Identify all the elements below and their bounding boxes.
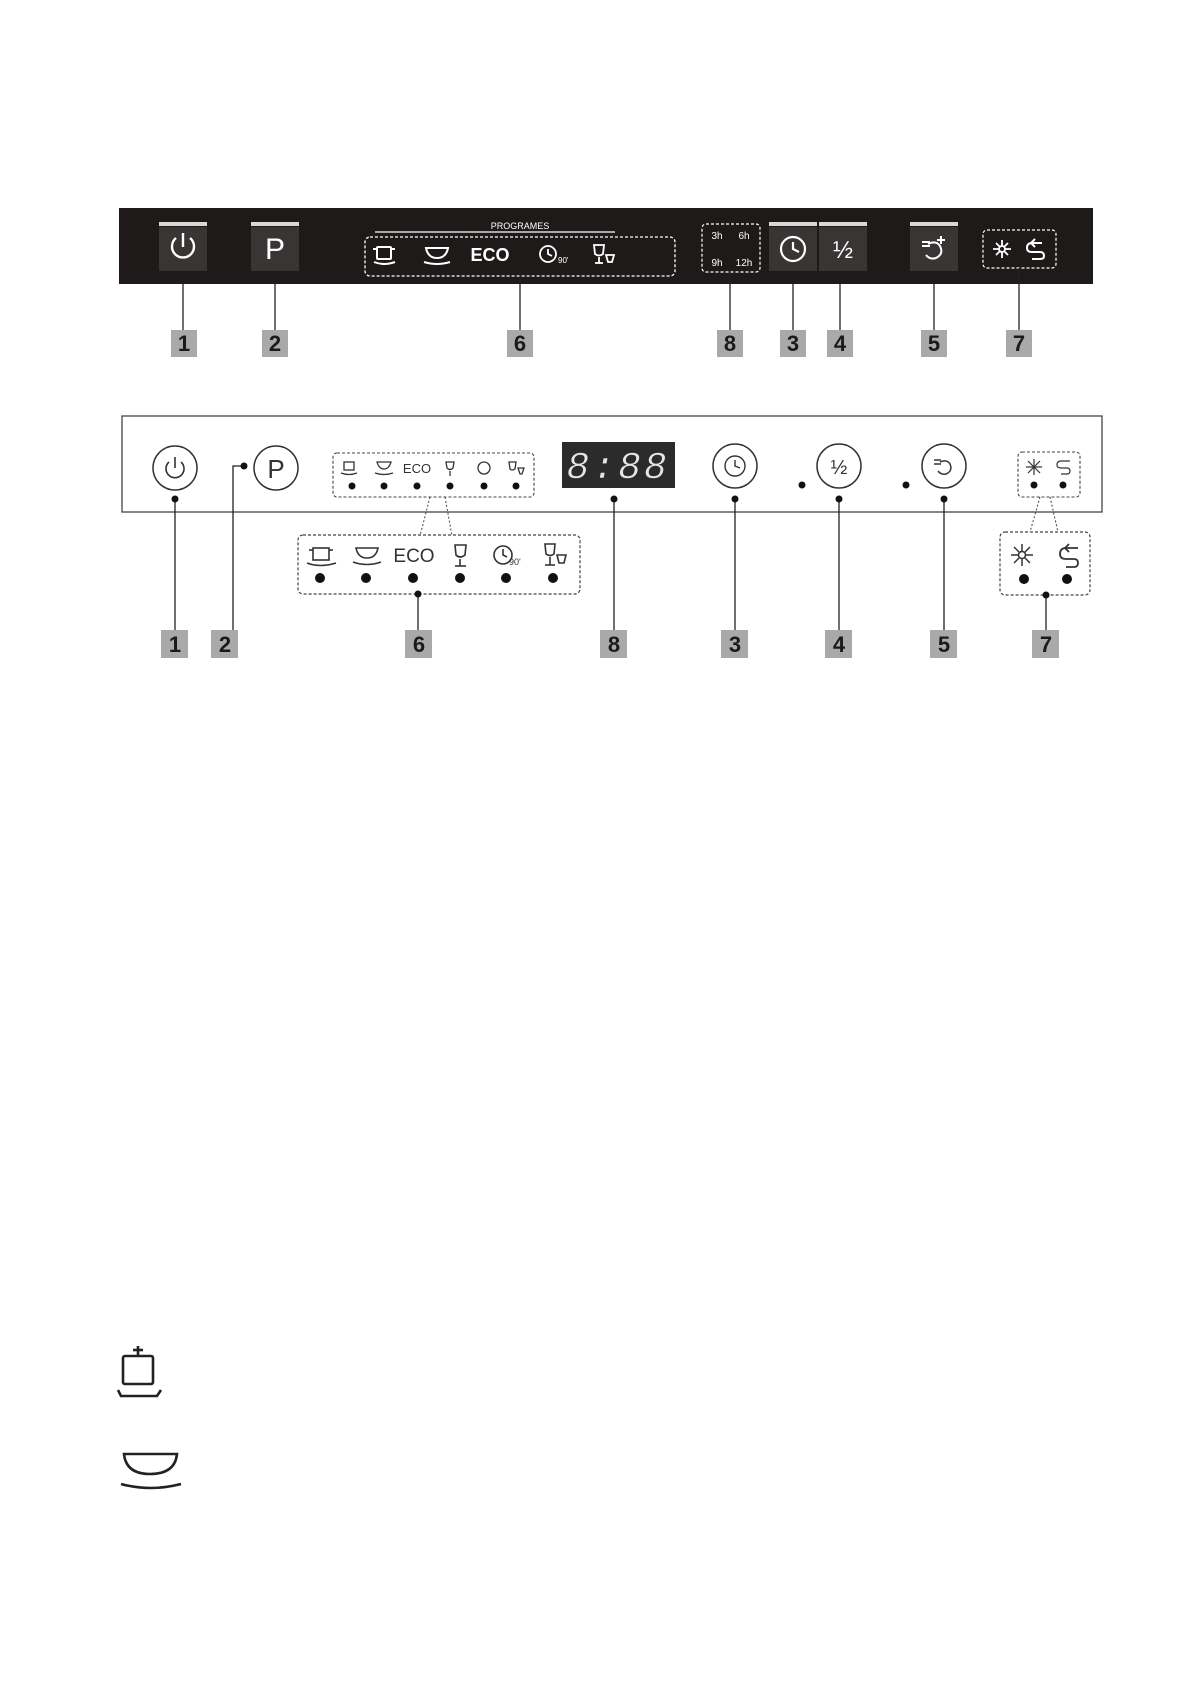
glass-90-icon[interactable] [454,544,467,567]
half-load-label: ½ [833,237,853,264]
pot-icon[interactable] [306,547,337,567]
bottom-program-button[interactable]: P [253,445,299,491]
delay-9h: 9h [711,258,722,269]
bottom-extra-button[interactable] [921,443,967,489]
svg-text:5: 5 [928,331,940,356]
bottom-display: 8:88 [562,442,675,490]
top-callout-3: 3 [780,330,806,357]
bottom-callout-2: 2 [211,630,238,658]
program-letter: P [265,233,285,266]
legend-pot-icon [116,1346,163,1398]
top-indicator-group [982,229,1057,269]
program-letter: P [267,454,284,484]
bottom-programmes-enlarged: ECO 90' [297,534,581,595]
legend-bowl-icon [120,1452,182,1490]
bottom-callout-5: 5 [930,630,957,658]
bottom-callouts: 1 2 6 8 3 4 5 7 [161,630,1059,658]
salt-icon [1011,544,1033,566]
top-callout-7: 7 [1006,330,1032,357]
bottom-leader-lines [174,465,1047,630]
half-load-indicator [798,481,806,489]
bottom-callout-4: 4 [825,630,852,658]
bottom-power-button[interactable] [152,445,198,491]
svg-text:6: 6 [514,331,526,356]
top-callout-4: 4 [827,330,853,357]
top-callout-2: 2 [262,330,288,357]
svg-text:1: 1 [169,632,181,657]
bottom-leader-dots [171,462,1050,599]
programmes-heading: PROGRAMES [491,221,550,231]
delay-3h: 3h [711,231,722,242]
quick-90-icon[interactable]: 90' [493,545,521,567]
bottom-callout-1: 1 [161,630,188,658]
top-callout-6: 6 [507,330,533,357]
display-readout: 8:88 [566,447,669,490]
svg-text:90': 90' [558,256,569,265]
pot-icon[interactable] [373,246,396,265]
bottom-programmes-mini: ECO [332,452,535,498]
svg-text:3: 3 [787,331,799,356]
svg-text:6: 6 [413,632,425,657]
bowl-icon[interactable] [423,247,451,265]
svg-text:3: 3 [729,632,741,657]
top-leader-lines [182,268,1020,333]
top-callout-1: 1 [171,330,197,357]
svg-text:90': 90' [509,557,521,567]
svg-text:4: 4 [833,632,846,657]
svg-text:5: 5 [938,632,950,657]
svg-text:7: 7 [1040,632,1052,657]
extra-wash-icon [922,236,945,260]
salt-icon [993,240,1011,258]
half-load-label: ½ [831,457,848,479]
svg-text:2: 2 [219,632,231,657]
bottom-indicator-mini [1017,451,1081,498]
bottom-callout-7: 7 [1032,630,1059,658]
delay-6h: 6h [738,231,749,242]
top-program-button[interactable]: P [251,222,299,271]
delay-12h: 12h [736,258,753,269]
bottom-callout-8: 8 [600,630,627,658]
eco-icon[interactable]: ECO [470,245,509,265]
glass-cup-icon[interactable] [592,244,616,264]
svg-text:8: 8 [608,632,620,657]
zoom-connectors [419,496,1059,537]
svg-text:2: 2 [269,331,281,356]
top-delay-button[interactable] [769,222,817,271]
power-icon [165,457,185,479]
svg-text:4: 4 [834,331,847,356]
clock-icon [724,455,746,477]
bottom-panel: P ECO 8:88 [121,415,1103,658]
programme-leds [315,573,558,583]
top-programmes-group: PROGRAMES ECO 90' [364,221,676,277]
svg-text:7: 7 [1013,331,1025,356]
power-icon [170,233,196,259]
bottom-half-load-button[interactable]: ½ [816,443,862,489]
top-callout-8: 8 [717,330,743,357]
rinse-aid-icon [1025,238,1046,260]
eco-icon[interactable]: ECO [393,546,434,567]
top-callouts: 1 2 6 8 3 4 5 7 [171,330,1032,357]
svg-text:ECO: ECO [403,461,431,476]
extra-indicator [902,481,910,489]
top-half-load-button[interactable]: ½ [819,222,867,271]
top-callout-5: 5 [921,330,947,357]
top-extra-button[interactable] [910,222,958,271]
svg-text:8: 8 [724,331,736,356]
bottom-callout-6: 6 [405,630,432,658]
bottom-callout-3: 3 [721,630,748,658]
bowl-icon[interactable] [352,547,382,566]
bottom-delay-button[interactable] [712,443,758,489]
extra-wash-icon [934,459,952,475]
quick-90-icon[interactable]: 90' [539,245,569,265]
bottom-indicator-enlarged [999,531,1091,596]
top-panel: P PROGRAMES ECO [119,208,1093,357]
svg-text:1: 1 [178,331,190,356]
top-power-button[interactable] [159,222,207,271]
rinse-aid-icon [1059,543,1079,568]
top-delay-options: 3h 6h 9h 12h [701,223,761,273]
clock-icon [779,235,807,263]
glass-cup-icon[interactable] [544,543,568,566]
